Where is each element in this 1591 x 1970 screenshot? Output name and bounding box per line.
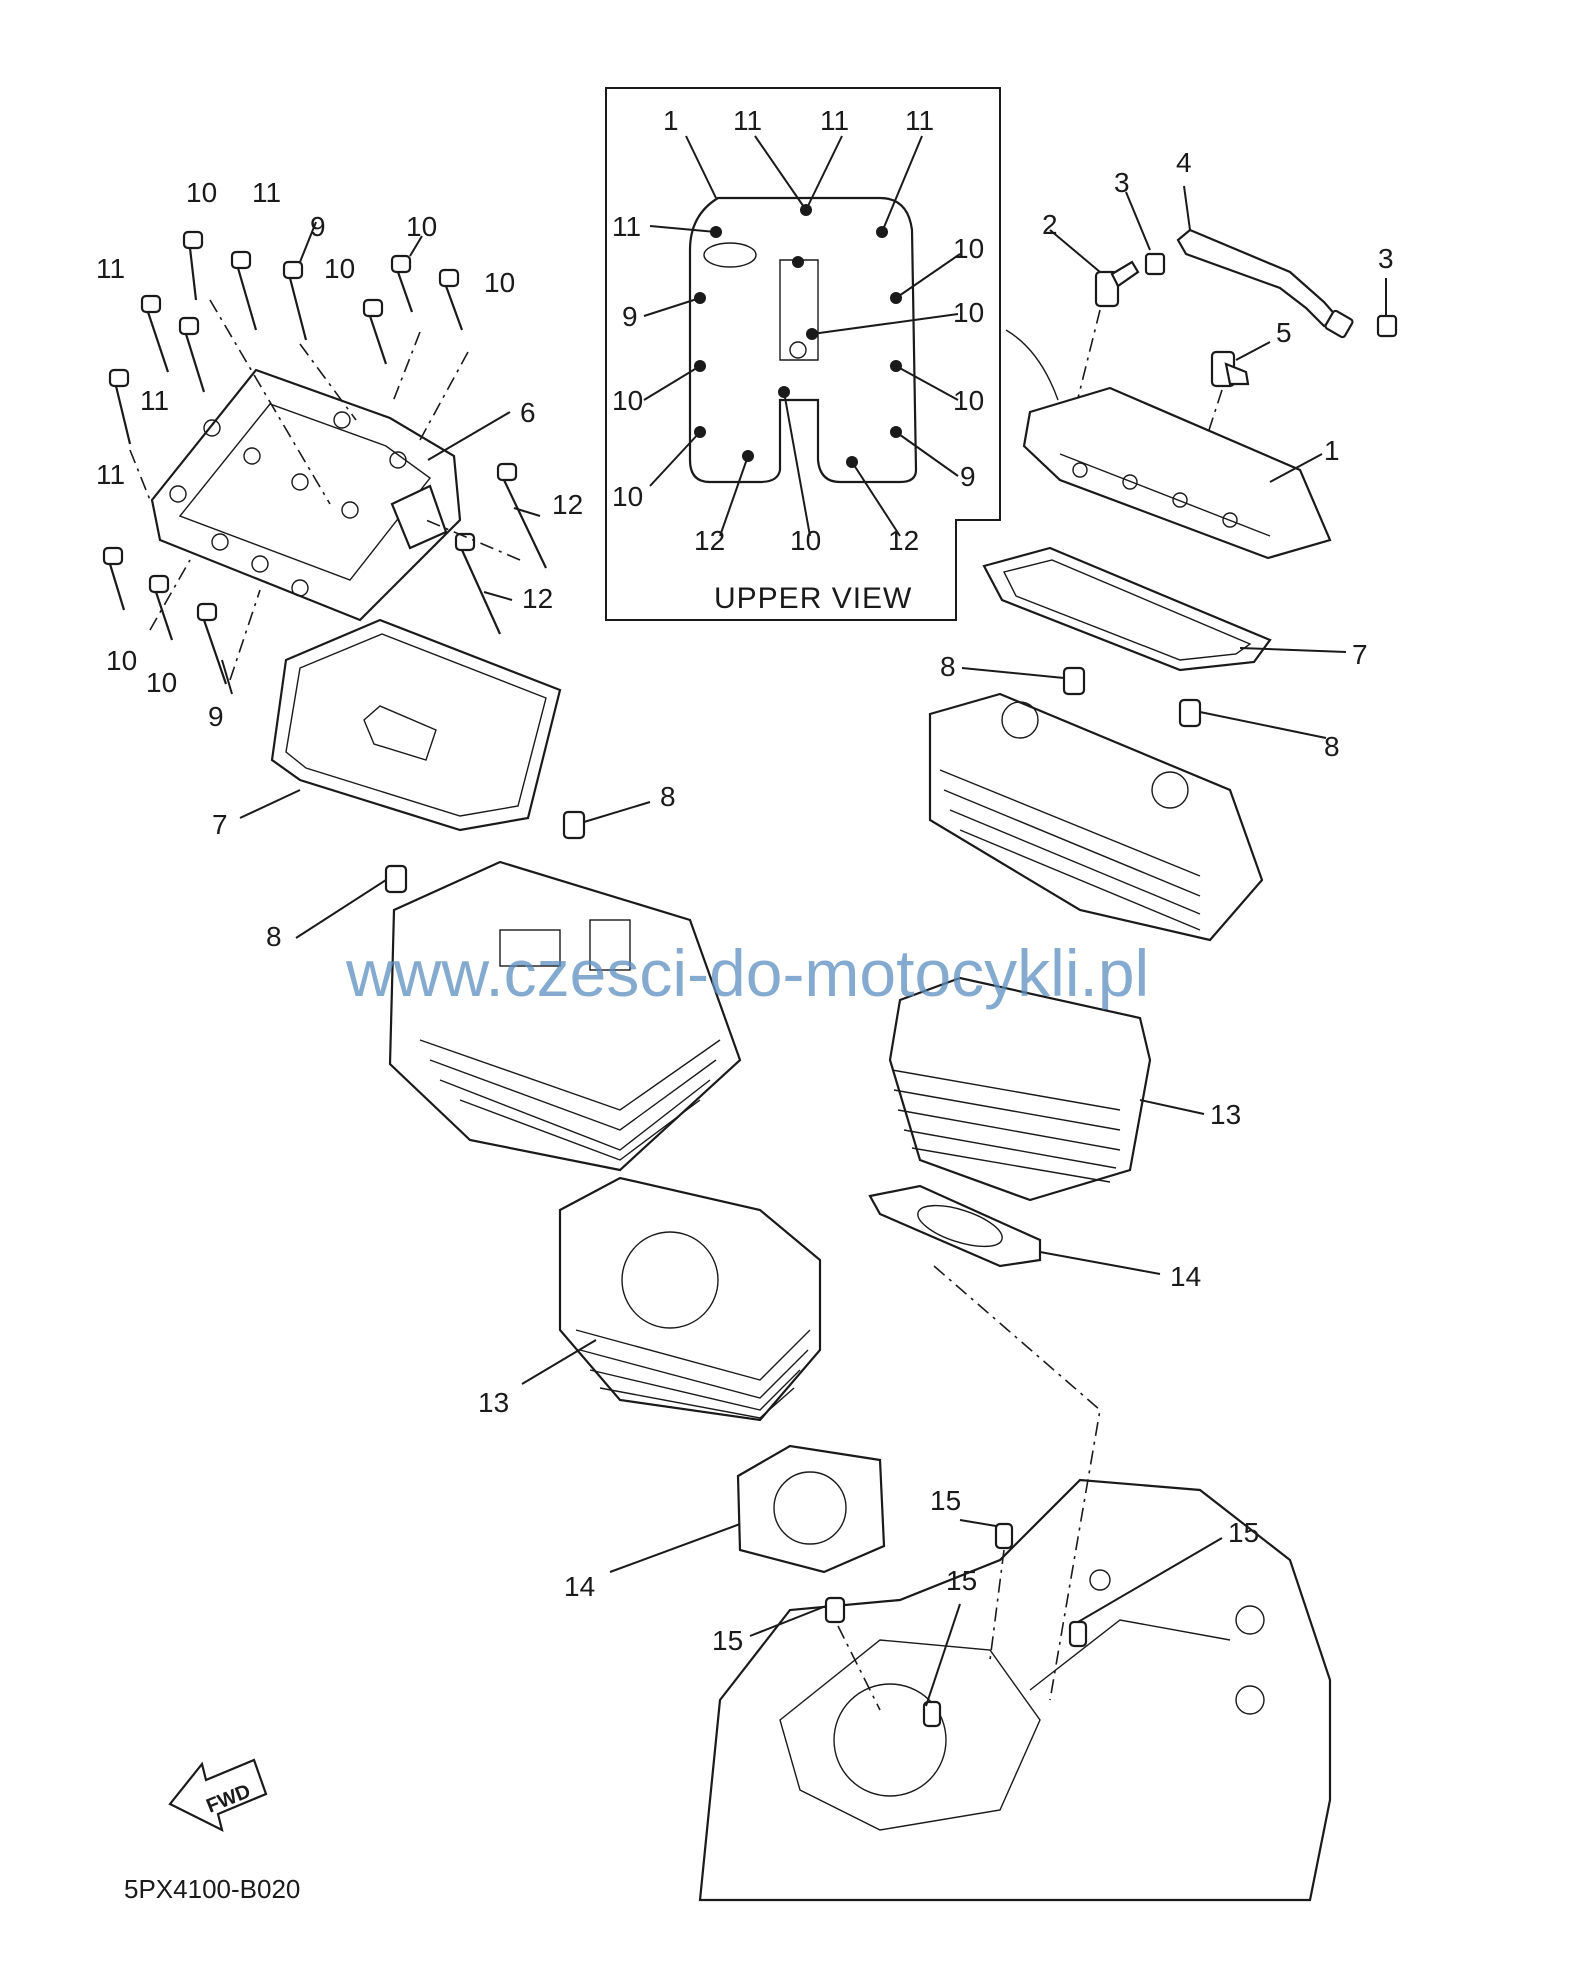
forward-arrow-icon: FWD <box>168 1758 268 1833</box>
callout-8: 8 <box>940 651 956 682</box>
drawing-code: 5PX4100-B020 <box>124 1874 300 1904</box>
callout-10: 10 <box>106 645 137 676</box>
uv-label-11: 11 <box>905 105 934 136</box>
callout-15: 15 <box>1228 1517 1259 1548</box>
crankcase-dowel-pins <box>824 1522 1088 1728</box>
callout-10: 10 <box>324 253 355 284</box>
breather-hose-assembly <box>1069 228 1398 471</box>
uv-label-10: 10 <box>612 481 643 512</box>
uv-label-10: 10 <box>953 233 984 264</box>
callout-1: 1 <box>1324 435 1340 466</box>
callout-8: 8 <box>266 921 282 952</box>
callout-6: 6 <box>520 397 536 428</box>
callout-7: 7 <box>212 809 228 840</box>
right-cylinder <box>888 976 1152 1202</box>
callout-12: 12 <box>522 583 553 614</box>
callout-15: 15 <box>946 1565 977 1596</box>
callout-10: 10 <box>406 211 437 242</box>
uv-label-12: 12 <box>888 525 919 556</box>
callout-14: 14 <box>564 1571 595 1602</box>
uv-label-11: 11 <box>612 211 641 242</box>
callout-9: 9 <box>310 211 326 242</box>
left-bolt-set <box>102 230 547 685</box>
right-head-gasket <box>868 1184 1042 1268</box>
left-cylinder <box>558 1176 822 1422</box>
uv-label-10: 10 <box>953 385 984 416</box>
callout-15: 15 <box>712 1625 743 1656</box>
upper-view-title: UPPER VIEW <box>714 582 912 615</box>
uv-label-10: 10 <box>953 297 984 328</box>
callout-14: 14 <box>1170 1261 1201 1292</box>
callout-3: 3 <box>1114 167 1130 198</box>
uv-label-1: 1 <box>663 105 679 136</box>
right-rocker-cover <box>1005 329 1332 560</box>
watermark: www.czesci-do-motocykli.pl <box>345 936 1149 1010</box>
callout-4: 4 <box>1176 147 1192 178</box>
callout-13: 13 <box>1210 1099 1241 1130</box>
right-rocker-gasket <box>982 546 1272 672</box>
uv-label-11: 11 <box>733 105 762 136</box>
callout-2: 2 <box>1042 209 1058 240</box>
callout-13: 13 <box>478 1387 509 1418</box>
left-cylinder-head <box>388 860 742 1172</box>
callout-10: 10 <box>146 667 177 698</box>
left-rocker-gasket <box>270 618 562 832</box>
callout-11: 11 <box>96 459 125 490</box>
left-head-gasket <box>736 1444 886 1574</box>
uv-label-9: 9 <box>622 301 638 332</box>
callout-3: 3 <box>1378 243 1394 274</box>
callout-9: 9 <box>208 701 224 732</box>
callout-12: 12 <box>552 489 583 520</box>
callout-7: 7 <box>1352 639 1368 670</box>
left-dowel-pins <box>384 810 586 894</box>
callout-leaders <box>221 185 1387 1707</box>
callout-11: 11 <box>96 253 125 284</box>
callout-15: 15 <box>930 1485 961 1516</box>
callout-5: 5 <box>1276 317 1292 348</box>
callout-8: 8 <box>660 781 676 812</box>
callout-8: 8 <box>1324 731 1340 762</box>
uv-label-11: 11 <box>820 105 849 136</box>
callout-10: 10 <box>186 177 217 208</box>
uv-label-10: 10 <box>790 525 821 556</box>
upper-view-panel: 1 11 11 11 11 10 9 10 10 10 9 10 12 10 1… <box>605 87 1001 621</box>
callout-labels: 1 2 3 3 4 5 6 7 7 8 8 8 8 9 9 10 10 10 1… <box>96 147 1394 1656</box>
callout-10: 10 <box>484 267 515 298</box>
right-cylinder-head <box>928 692 1264 942</box>
uv-label-9: 9 <box>960 461 976 492</box>
callout-11: 11 <box>252 177 281 208</box>
callout-11: 11 <box>140 385 169 416</box>
right-dowel-pins <box>1062 666 1202 728</box>
uv-label-10: 10 <box>612 385 643 416</box>
uv-label-12: 12 <box>694 525 725 556</box>
